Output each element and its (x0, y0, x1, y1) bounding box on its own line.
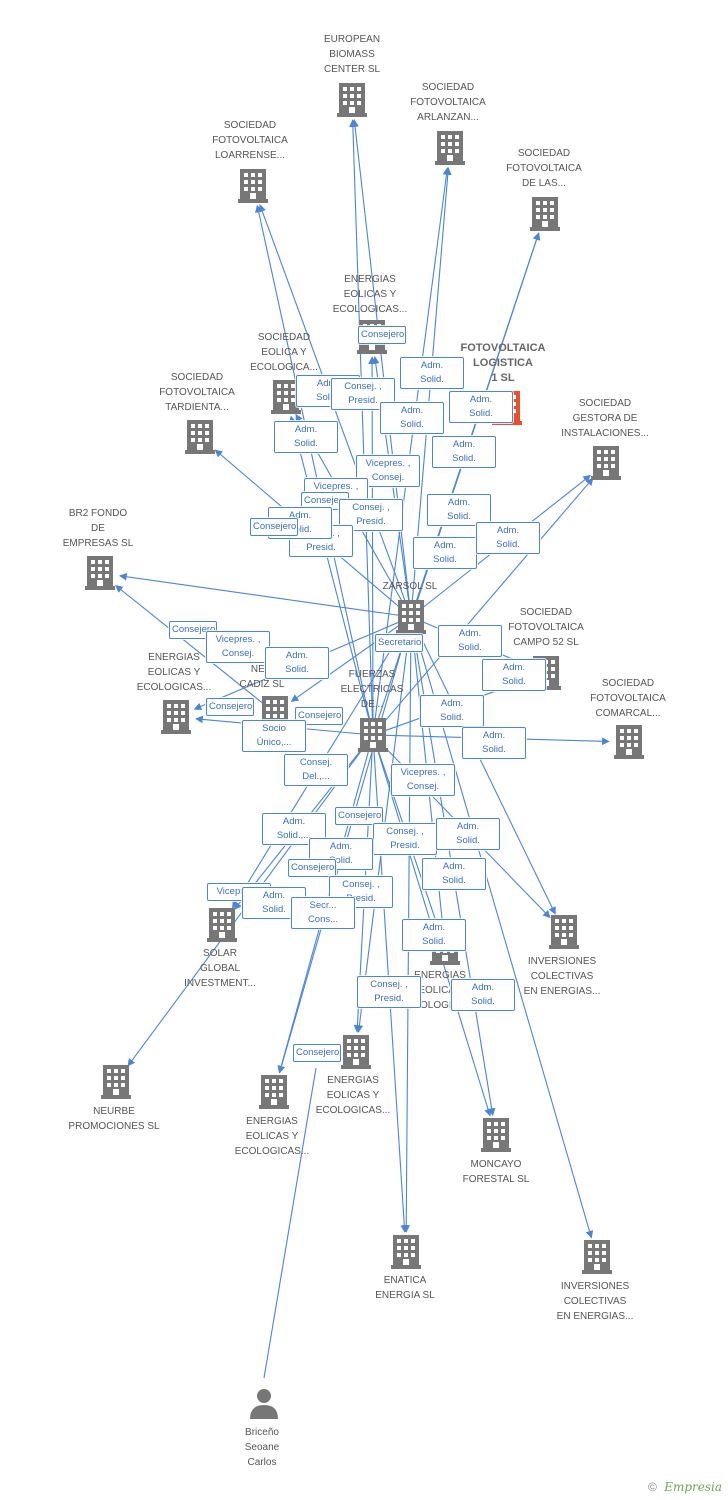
node-label-inv1[interactable]: INVERSIONES COLECTIVAS EN ENERGIAS... (523, 956, 601, 997)
edge-line (254, 204, 374, 736)
building-icon[interactable] (207, 908, 237, 942)
relation-label: Adm. Solid. (413, 537, 477, 569)
building-icon[interactable] (549, 915, 579, 949)
relation-label: Adm. Solid. (449, 391, 513, 423)
relation-label: Adm. Solid. (482, 659, 546, 691)
node-label-cadiz[interactable]: NE... CADIZ SL (239, 664, 285, 690)
node-label-gestora[interactable]: SOCIEDAD GESTORA DE INSTALACIONES... (561, 398, 649, 439)
building-icon[interactable] (435, 131, 465, 165)
node-label-campo52[interactable]: SOCIEDAD FOTOVOLTAICA CAMPO 52 SL (508, 607, 584, 648)
building-icon[interactable] (396, 600, 426, 634)
relation-label: Consejero (358, 326, 406, 344)
relation-label: Consej. , Presid. (373, 823, 437, 855)
node-label-eey5[interactable]: ENERGIAS EOLICAS Y ECOLOGICAS... (234, 1116, 310, 1157)
relation-label: Adm. Solid. (432, 436, 496, 468)
relation-label: Adm. Solid. (274, 421, 338, 453)
building-icon[interactable] (85, 556, 115, 590)
node-label-eolica[interactable]: SOCIEDAD EOLICA Y ECOLOGICA... (250, 332, 318, 373)
node-label-arlanzan[interactable]: SOCIEDAD FOTOVOLTAICA ARLANZAN... (410, 82, 486, 123)
relation-label: Consejero (206, 698, 254, 716)
relation-label: Consejero (295, 707, 343, 725)
relation-label: Consejero (288, 859, 336, 877)
relation-label: Adm. Solid. (422, 858, 486, 890)
edge-line (290, 616, 412, 702)
edge-line (288, 415, 374, 736)
relation-label: Consej. , Presid. (331, 378, 395, 410)
relation-label: Consej. , Presid. (357, 976, 421, 1008)
building-icon[interactable] (341, 1035, 371, 1069)
node-label-delas[interactable]: SOCIEDAD FOTOVOLTAICA DE LAS... (506, 148, 582, 189)
relation-label: Adm. Solid.,... (262, 813, 326, 845)
copyright-icon: © (648, 1480, 657, 1494)
node-label-person[interactable]: Briceño Seoane Carlos (244, 1427, 280, 1468)
node-label-br2[interactable]: BR2 FONDO DE EMPRESAS SL (62, 508, 134, 549)
relation-label: Adm. Solid. (462, 727, 526, 759)
relation-label: Adm. Solid. (400, 357, 464, 389)
edge-line (368, 356, 376, 736)
node-label-inv2[interactable]: INVERSIONES COLECTIVAS EN ENERGIAS... (556, 1281, 634, 1322)
edge-line (351, 119, 412, 618)
node-label-loarrense[interactable]: SOCIEDAD FOTOVOLTAICA LOARRENSE... (212, 120, 288, 161)
edge-line (258, 204, 412, 618)
building-icon[interactable] (582, 1240, 612, 1274)
building-icon[interactable] (614, 725, 644, 759)
relation-label: Vicepres. , Consej. (391, 764, 455, 796)
building-icon[interactable] (259, 1075, 289, 1109)
node-label-fuerzas[interactable]: FUERZAS ELECTRICAS DE... (340, 669, 404, 710)
node-label-comarcal[interactable]: SOCIEDAD FOTOVOLTAICA COMARCAL... (590, 678, 666, 719)
relation-label: Secr... Cons... (291, 897, 355, 929)
edge-line (119, 572, 412, 618)
node-label-eey2[interactable]: ENERGIAS EOLICAS Y ECOLOGICAS... (136, 652, 212, 693)
node-label-neurbe[interactable]: NEURBE PROMOCIONES SL (68, 1106, 160, 1132)
node-label-zarsol[interactable]: ZARSOL SL (382, 581, 438, 592)
building-icon[interactable] (391, 1235, 421, 1269)
relation-label: Consejero (169, 621, 217, 639)
relation-label: Adm. Solid. (436, 818, 500, 850)
node-label-solar[interactable]: SOLAR GLOBAL INVESTMENT... (184, 948, 256, 989)
relation-label: Secretario (375, 634, 423, 652)
relation-label: Adm. Solid. (476, 522, 540, 554)
building-icon[interactable] (591, 446, 621, 480)
person-icon[interactable] (250, 1389, 278, 1419)
relation-label: Adm. Solid. (402, 919, 466, 951)
building-icon[interactable] (530, 197, 560, 231)
building-icon[interactable] (358, 718, 388, 752)
building-icon[interactable] (481, 1118, 511, 1152)
building-icon[interactable] (238, 169, 268, 203)
relation-label: Consejero (293, 1044, 341, 1062)
node-label-european[interactable]: EUROPEAN BIOMASS CENTER SL (323, 34, 381, 75)
building-icon[interactable] (161, 700, 191, 734)
relation-label: Vicepres. , Consej. (206, 631, 270, 663)
relation-label: Consejero (335, 807, 383, 825)
node-label-enatica[interactable]: ENATICA ENERGIA SL (375, 1275, 435, 1301)
relation-label: Adm. Solid. (451, 979, 515, 1011)
building-icon[interactable] (337, 83, 367, 117)
node-label-tardienta[interactable]: SOCIEDAD FOTOVOLTAICA TARDIENTA... (159, 372, 235, 413)
footer: © Empresia (648, 1480, 722, 1494)
building-icon[interactable] (185, 420, 215, 454)
node-label-eey4[interactable]: ENERGIAS EOLICAS Y ECOLOGICAS... (315, 1075, 391, 1116)
empresia-logo[interactable]: Empresia (664, 1480, 722, 1494)
edge-line (349, 119, 374, 736)
relation-label: Adm. Solid. (427, 494, 491, 526)
relation-label: Adm. Solid. (265, 647, 329, 679)
node-label-moncayo[interactable]: MONCAYO FORESTAL SL (462, 1159, 530, 1185)
edge-line (410, 616, 556, 915)
edge-line (115, 585, 276, 714)
relation-label: Adm. Solid. (438, 625, 502, 657)
edge-line (372, 477, 594, 736)
building-icon[interactable] (101, 1065, 131, 1099)
relation-label: Adm. Solid. (380, 402, 444, 434)
person-edge (263, 1067, 317, 1379)
relation-label: Socio Único,... (242, 720, 306, 752)
node-label-focus[interactable]: FOTOVOLTAICA LOGISTICA 1 SL (460, 342, 546, 384)
node-icons (85, 83, 644, 1419)
relation-label: Adm. Solid. (420, 695, 484, 727)
node-label-eey1[interactable]: ENERGIAS EOLICAS Y ECOLOGICAS... (332, 274, 408, 315)
relation-label: Consejero (250, 518, 298, 536)
node-label-eey3[interactable]: ENERGIAS EOLICAS ECOLOGICA... (406, 970, 474, 1011)
relation-label: Consej. Del.,... (284, 754, 348, 786)
